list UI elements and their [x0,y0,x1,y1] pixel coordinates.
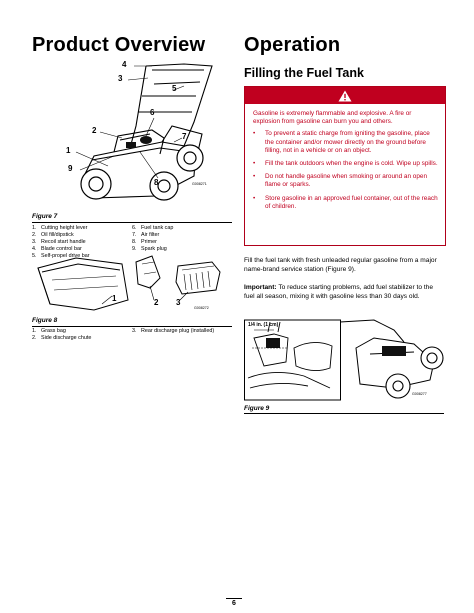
figure-7-mower-illustration: 4 3 5 6 2 7 1 9 8 G008271 [34,56,234,214]
figure-8-rule [32,326,232,327]
callout-7: 7 [182,132,187,141]
warning-item: To prevent a static charge from igniting… [253,130,439,155]
figure-8-code: G008272 [194,306,209,310]
fuel-level-callout: 1/4 in. (1 cm) [248,322,279,328]
callout-3-plug: 3 [176,298,181,307]
fill-instructions: Fill the fuel tank with fresh unleaded r… [244,257,437,273]
figure-7-caption: Figure 7 [32,213,58,220]
important-label: Important: [244,284,277,291]
legend-item: 8.Primer [132,239,157,245]
product-overview-heading: Product Overview [32,34,206,56]
legend-item: 5.Self-propel drive bar [32,253,90,259]
warning-header-bar [245,87,445,104]
figure-7-legend: 1.Cutting height lever 6.Fuel tank cap 2… [32,225,232,260]
figure-8-caption: Figure 8 [32,317,58,324]
warning-item: Do not handle gasoline when smoking or a… [253,173,439,189]
page-number: 6 [232,600,236,607]
legend-item: 2.Side discharge chute [32,335,92,341]
mower-drawing [75,63,213,201]
important-text: To reduce starting problems, add fuel st… [244,284,433,300]
figure-8-legend: 1.Grass bag 3.Rear discharge plug (insta… [32,328,232,342]
callout-5: 5 [172,84,177,93]
page-number-rule [226,598,242,599]
warning-triangle-icon [338,90,352,101]
legend-item: 4.Blade control bar [32,246,82,252]
legend-item: 7.Air filter [132,232,160,238]
filling-fuel-tank-heading: Filling the Fuel Tank [244,66,364,80]
fuel-fill-drawing [244,319,444,401]
callout-8: 8 [154,178,159,187]
figure-9-code: G008277 [412,392,427,396]
important-note: Important: To reduce starting problems, … [244,284,444,301]
legend-item: 3.Recoil start handle [32,239,86,245]
figure-9-fuel-fill-illustration: 1/4 in. (1 cm) G008277 [244,318,444,404]
callout-2: 2 [92,126,97,135]
attachments-drawing [37,255,221,311]
operation-heading: Operation [244,34,341,56]
warning-item: Store gasoline in an approved fuel conta… [253,195,439,211]
legend-item: 1.Cutting height lever [32,225,88,231]
callout-1-bag: 1 [112,294,117,303]
legend-item: 3.Rear discharge plug (installed) [132,328,215,334]
warning-body: Gasoline is extremely flammable and expl… [245,104,445,222]
figure-9-caption: Figure 9 [244,405,270,412]
warning-item: Fill the tank outdoors when the engine i… [253,160,439,168]
legend-item: 9.Spark plug [132,246,167,252]
warning-box: Gasoline is extremely flammable and expl… [244,86,446,246]
figure-7-code: G008271 [192,182,207,186]
warning-list: To prevent a static charge from igniting… [253,130,439,211]
legend-item: 6.Fuel tank cap [132,225,174,231]
warning-intro: Gasoline is extremely flammable and expl… [253,110,412,126]
callout-1: 1 [66,146,71,155]
legend-item: 1.Grass bag [32,328,66,334]
callout-2-chute: 2 [154,298,159,307]
legend-item: 2.Oil fill/dipstick [32,232,74,238]
callout-9: 9 [68,164,73,173]
figure-9-rule [244,413,444,414]
callout-3: 3 [118,74,123,83]
figure-8-attachments-illustration: 1 2 3 G008272 [32,254,232,316]
callout-4: 4 [122,60,127,69]
figure-7-rule [32,222,232,223]
callout-6: 6 [150,108,155,117]
